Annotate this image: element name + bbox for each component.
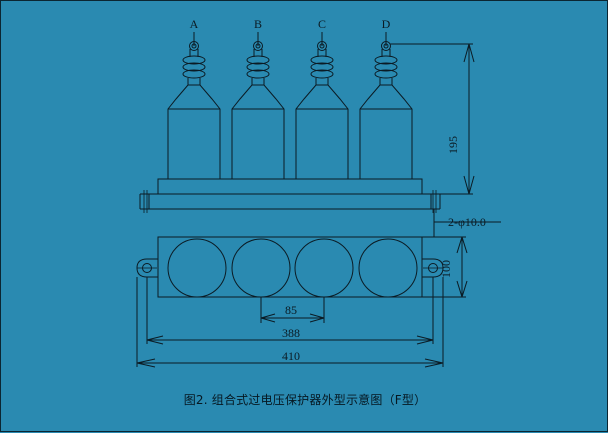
terminal-b [246,32,270,85]
inner-width-dimension: 388 [146,277,434,345]
height-dimension: 195 [390,43,475,195]
lower-base-plan [136,236,444,298]
arrester-body-a [167,84,221,180]
arrester-body-c [295,84,349,180]
phase-label-a: A [190,17,199,31]
arrester-body-b [231,84,285,180]
dimension-195-label: 195 [446,136,460,154]
phase-label-b: B [254,17,262,31]
arrester-body-d [359,84,413,180]
overall-width-dimension: 410 [136,277,444,368]
base-width-dimension: 100 [422,236,468,298]
phase-label-c: C [318,17,326,31]
bolt-spec-label: 2-φ10.0 [448,215,486,229]
dimension-410-label: 410 [282,349,300,363]
dimension-388-label: 388 [282,326,300,340]
dimension-100-label: 100 [439,260,453,278]
terminal-a [182,32,206,85]
pitch-dimension: 85 [260,297,325,323]
phase-label-d: D [382,17,391,31]
terminal-c [310,32,334,85]
upper-base [139,178,441,213]
mounting-hole-note: 2-φ10.0 [433,209,501,237]
terminal-d [374,32,398,85]
figure-caption: 图2. 组合式过电压保护器外型示意图（F型） [183,393,427,407]
dimension-85-label: 85 [285,303,297,317]
